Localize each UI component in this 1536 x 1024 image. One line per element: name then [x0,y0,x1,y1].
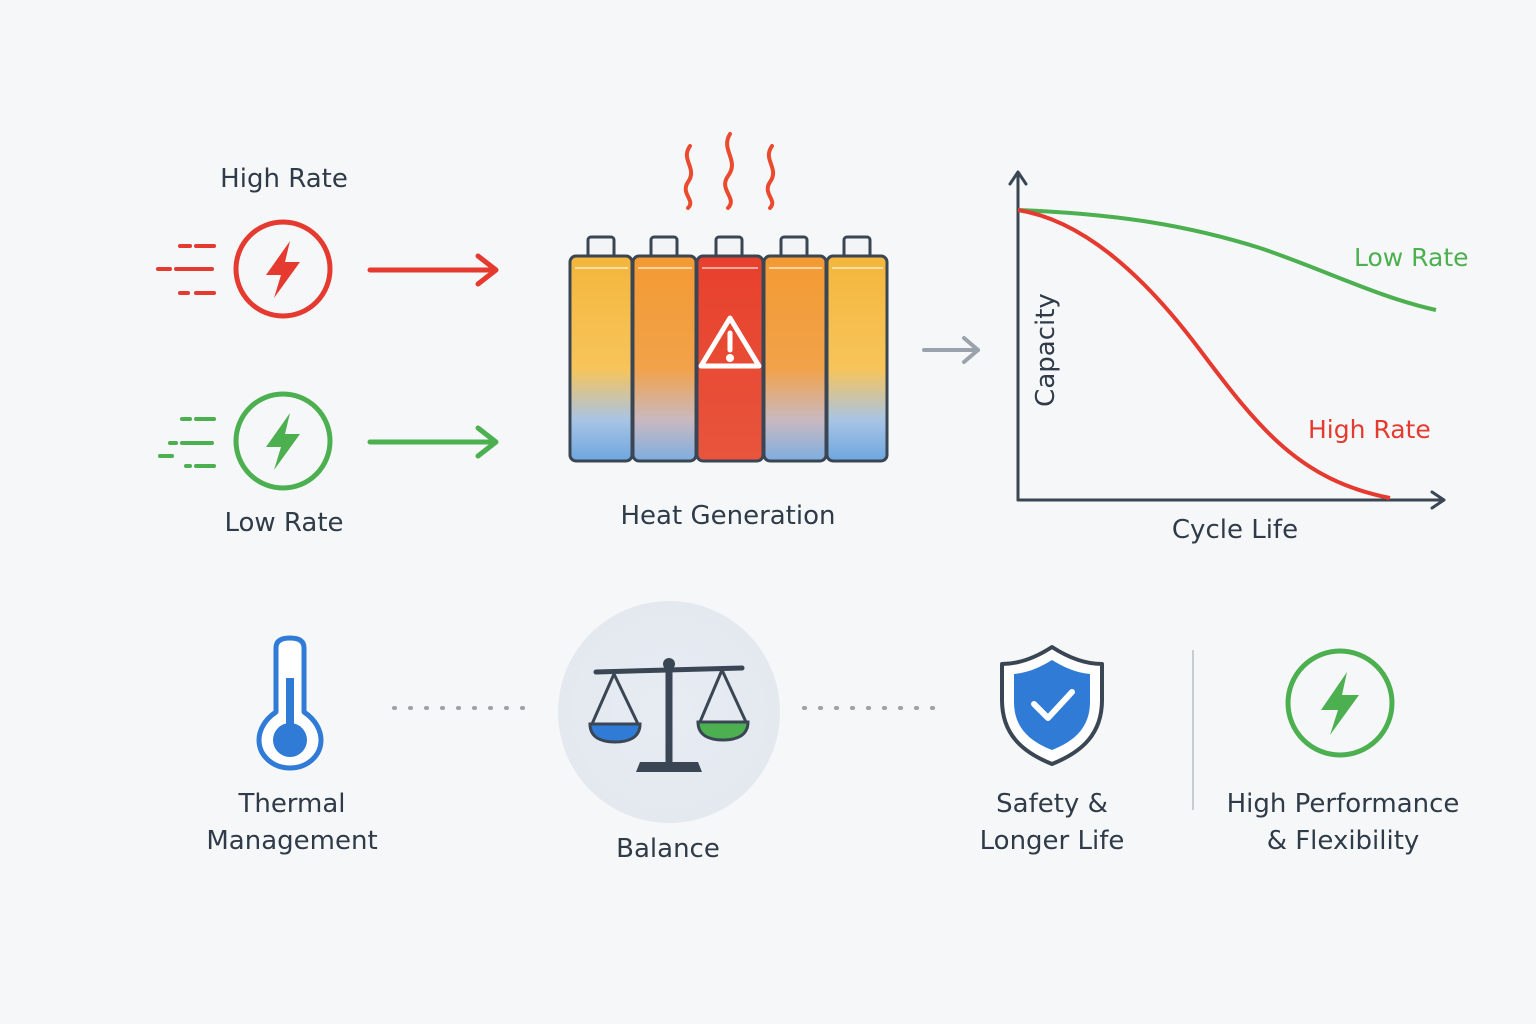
low-rate-label: Low Rate [224,508,344,538]
high-rate-series-label: High Rate [1308,415,1431,444]
heat-waves-icon [683,132,776,210]
thermal-management-label: Thermal Management [206,786,377,860]
low-rate-series-label: Low Rate [1354,243,1469,272]
high-rate-lightning-icon [233,219,333,319]
chart-ylabel: Capacity [1031,293,1061,407]
safety-label-line2: Longer Life [979,826,1125,856]
high-rate-speed-lines [156,244,216,295]
high-rate-label: High Rate [220,164,348,194]
battery-cell-4 [762,254,828,463]
shield-check-icon [1000,645,1104,766]
capacity-chart [1008,170,1446,510]
thermometer-icon [256,635,324,771]
scale-icon [588,658,750,772]
to-chart-arrow [922,336,980,364]
performance-label: High Performance & Flexibility [1227,786,1460,860]
performance-label-line1: High Performance [1226,789,1460,819]
safety-label: Safety & Longer Life [980,786,1125,860]
battery-cell-2 [631,254,698,463]
thermal-label-line2: Management [206,826,378,856]
low-rate-curve [1017,208,1437,312]
battery-cell-1 [568,254,634,463]
high-rate-arrow [367,253,499,287]
thermal-label-line1: Thermal [238,789,346,819]
warning-icon [698,315,762,369]
chart-axes [1008,170,1446,510]
low-rate-arrow [367,425,499,459]
low-rate-lightning-icon [233,391,333,491]
balance-label: Balance [616,834,720,864]
low-rate-speed-lines [158,417,216,468]
chart-xlabel: Cycle Life [1171,515,1299,545]
heat-generation-label: Heat Generation [620,501,836,531]
battery-cell-5 [825,254,889,463]
performance-lightning-icon [1285,648,1395,758]
performance-label-line2: & Flexibility [1266,826,1420,856]
high-rate-curve [1017,208,1391,500]
safety-label-line1: Safety & [996,789,1108,819]
